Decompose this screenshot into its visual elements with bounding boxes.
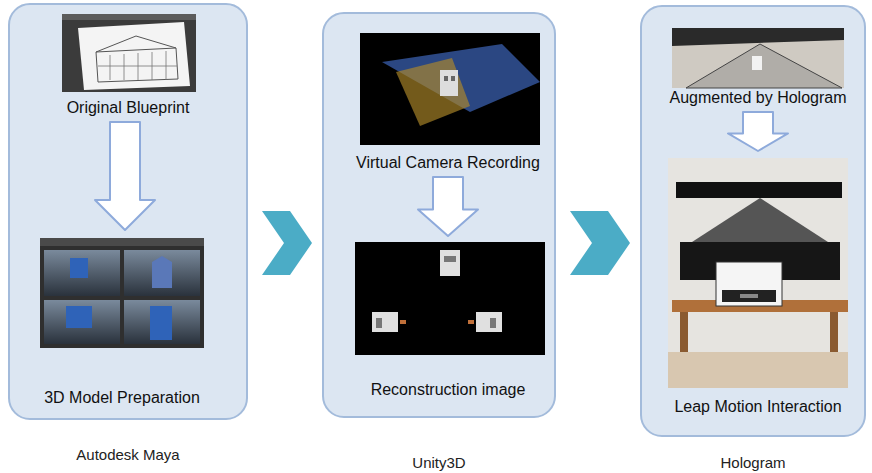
building-window	[444, 76, 448, 81]
maya-viewports	[40, 238, 204, 348]
viewport	[44, 300, 120, 344]
screen	[360, 33, 540, 145]
table-leg	[830, 312, 838, 352]
table-leg	[680, 312, 688, 352]
viewport	[44, 250, 120, 296]
step-caption: Virtual Camera Recording	[356, 153, 540, 173]
marker	[400, 320, 406, 324]
house-outline	[96, 48, 178, 82]
floor	[668, 352, 848, 388]
building-view	[476, 312, 502, 332]
camera-recording-screenshot	[360, 33, 540, 145]
building-window	[451, 76, 455, 81]
box-top	[672, 28, 844, 46]
stage-label: Autodesk Maya	[10, 445, 246, 465]
step-caption: 3D Model Preparation	[44, 388, 200, 408]
building-model	[440, 70, 458, 96]
blueprint-lines	[98, 51, 177, 80]
building-detail	[490, 318, 496, 328]
stage-chevron	[262, 211, 312, 275]
step-caption: Augmented by Hologram	[670, 88, 847, 108]
screen	[355, 242, 545, 355]
stage-label: Hologram	[642, 453, 864, 473]
building-detail	[376, 318, 382, 328]
viewport	[124, 250, 200, 296]
model-view	[150, 306, 172, 340]
glass-pyramid	[692, 198, 828, 242]
viewport	[124, 300, 200, 344]
building-view	[440, 250, 460, 276]
stage-name: Hologram	[720, 453, 785, 473]
reconstruction-screenshot	[355, 242, 545, 355]
building-view	[372, 312, 398, 332]
window-bar	[62, 14, 196, 20]
hologram-photo	[672, 28, 844, 88]
hologram-image	[752, 56, 762, 70]
leap-sensor	[740, 294, 758, 298]
blueprint-sheet	[78, 22, 190, 90]
step-caption: Reconstruction image	[371, 380, 526, 400]
blueprint-screenshot	[62, 14, 196, 92]
photo	[672, 28, 844, 88]
leap-frame	[716, 262, 782, 306]
stage-label: Unity3D	[324, 453, 554, 473]
stage-chevron	[570, 211, 630, 275]
step-caption: Original Blueprint	[67, 98, 190, 118]
leap-motion-photo	[668, 158, 848, 388]
step-caption: Leap Motion Interaction	[674, 397, 841, 417]
model-view	[152, 256, 172, 288]
model-view	[66, 306, 92, 328]
leap-pad	[722, 290, 776, 302]
building-detail	[444, 256, 456, 262]
stage-name: Unity3D	[412, 453, 465, 473]
box-top	[676, 182, 842, 198]
camera-frustum	[396, 58, 470, 126]
marker	[468, 320, 474, 324]
window-bar	[40, 238, 204, 246]
window	[62, 14, 196, 92]
photo	[668, 158, 848, 388]
window	[40, 238, 204, 348]
model-view	[70, 258, 88, 278]
roof-line	[96, 36, 176, 52]
stage-name: Autodesk Maya	[76, 445, 179, 465]
glass-pyramid	[686, 44, 842, 88]
